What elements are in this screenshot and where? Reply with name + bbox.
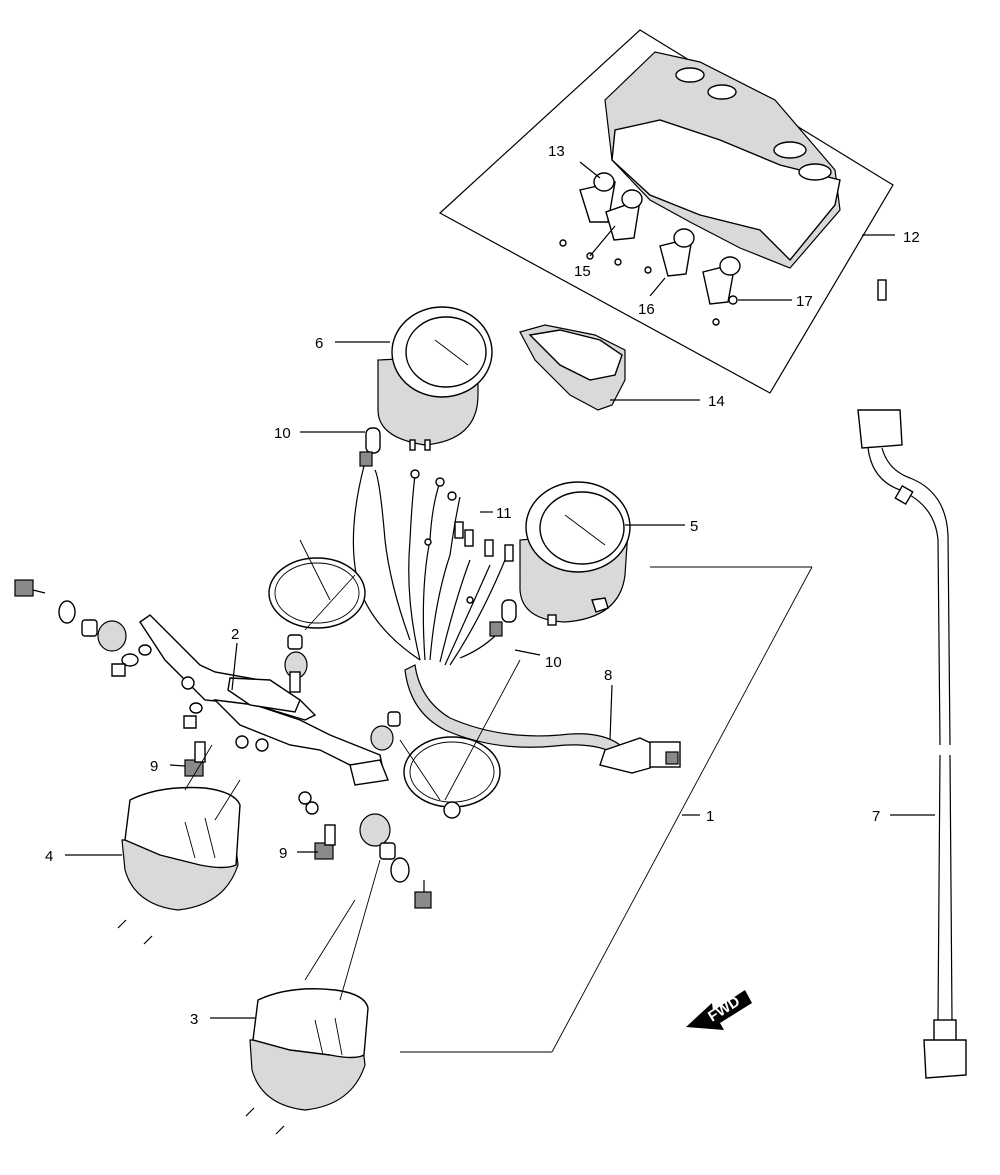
callout-12: 12 <box>903 229 920 246</box>
callout-10b: 10 <box>545 654 562 671</box>
forward-direction-arrow: FWD <box>686 990 752 1030</box>
indicator-housing-group <box>438 29 894 394</box>
speedometer-cable-7 <box>857 279 967 1079</box>
wire-harness-8 <box>404 664 681 774</box>
callout-6: 6 <box>315 335 323 352</box>
gasket-ring-5 <box>403 736 501 819</box>
callout-9b: 9 <box>279 845 287 862</box>
callout-1: 1 <box>706 808 714 825</box>
bolt-9b <box>314 824 336 860</box>
callout-10a: 10 <box>274 425 291 442</box>
bolt-9a <box>184 741 206 777</box>
callout-14: 14 <box>708 393 725 410</box>
callout-13: 13 <box>548 143 565 160</box>
callout-2: 2 <box>231 626 239 643</box>
callout-11: 11 <box>496 505 512 522</box>
fastener-set-left <box>14 579 401 751</box>
callout-5: 5 <box>690 518 698 535</box>
indicator-lamp-17 <box>702 256 741 305</box>
meter-bracket-2 <box>139 614 389 786</box>
gauge-6 <box>377 306 493 451</box>
callout-4: 4 <box>45 848 53 865</box>
indicator-lamp-16 <box>659 228 695 277</box>
fastener-set-right <box>235 735 432 909</box>
gauge-5 <box>519 481 631 626</box>
wire-bundle-11 <box>374 469 514 666</box>
gasket-ring-6 <box>268 557 366 629</box>
callout-8: 8 <box>604 667 612 684</box>
callout-15: 15 <box>574 263 591 280</box>
meter-cup-3 <box>245 988 369 1135</box>
callout-16: 16 <box>638 301 655 318</box>
bulb-socket-10b <box>459 599 517 659</box>
callout-leaders <box>65 161 935 1019</box>
callout-17: 17 <box>796 293 813 310</box>
assembly-lines <box>184 539 813 1053</box>
callout-9a: 9 <box>150 758 158 775</box>
callout-7: 7 <box>872 808 880 825</box>
meter-cup-4 <box>117 786 241 945</box>
indicator-lens-14 <box>519 324 626 411</box>
callout-numbers: 13 15 16 17 12 6 14 10 11 5 10 2 8 9 9 4… <box>45 143 920 1028</box>
callout-3: 3 <box>190 1011 198 1028</box>
